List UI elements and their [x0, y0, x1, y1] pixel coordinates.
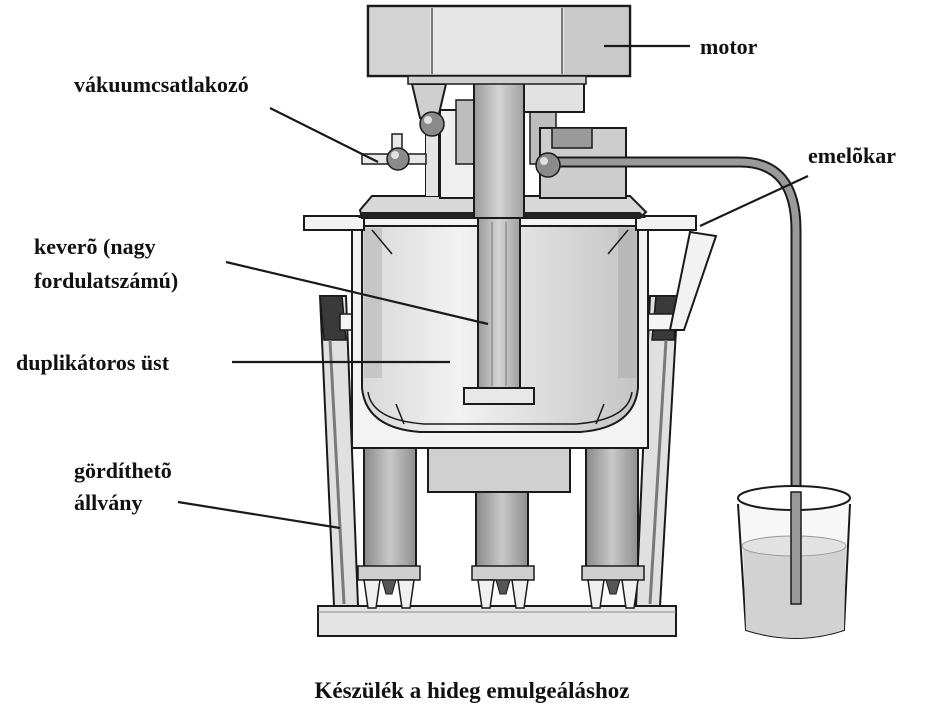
leader-mixer — [225, 260, 489, 326]
labels: motor vákuumcsatlakozó emelõkar keverõ (… — [16, 34, 896, 703]
label-mixer-line2: fordulatszámú) — [34, 268, 178, 293]
label-stand-line2: állvány — [74, 490, 142, 515]
leader-lines — [177, 44, 809, 530]
support-columns — [363, 447, 639, 571]
label-motor: motor — [700, 34, 758, 59]
label-stand-line1: gördíthetõ — [74, 458, 172, 483]
base-plate — [317, 605, 677, 637]
label-kettle: duplikátoros üst — [16, 350, 170, 375]
lift-arm-tube — [535, 152, 802, 604]
label-mixer-line1: keverõ (nagy — [34, 234, 156, 259]
label-vacuum-connector: vákuumcsatlakozó — [74, 72, 249, 97]
leader-stand — [177, 500, 341, 530]
diagram-caption: Készülék a hideg emulgeáláshoz — [315, 678, 630, 703]
leader-lift-arm — [699, 175, 809, 227]
label-lift-arm: emelõkar — [808, 143, 896, 168]
vacuum-valve — [361, 111, 445, 171]
motor — [366, 4, 632, 85]
feet — [357, 565, 645, 609]
drive-housing — [410, 81, 627, 219]
leader-vacuum — [269, 107, 379, 163]
mixer-shaft — [463, 217, 535, 405]
beaker — [737, 485, 851, 639]
